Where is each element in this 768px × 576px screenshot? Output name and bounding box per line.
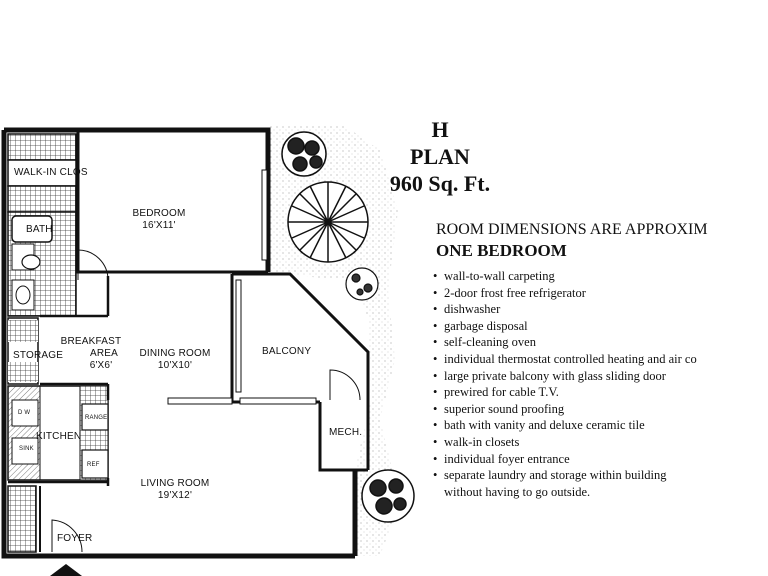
- feature-list: • wall-to-wall carpeting • 2-door frost fre…: [433, 268, 768, 500]
- feature-text: self-cleaning oven: [444, 335, 536, 350]
- bullet-icon: •: [433, 335, 438, 350]
- dining-room-label: DINING ROOM 10'X10': [135, 348, 215, 372]
- bath-area: [7, 211, 109, 317]
- dining-room-name: DINING ROOM: [139, 348, 211, 359]
- feature-item: • bath with vanity and deluxe ceramic til…: [433, 417, 768, 434]
- feature-item: • prewired for cable T.V.: [433, 384, 768, 401]
- kitchen-area: [7, 385, 109, 481]
- living-room-label: LIVING ROOM 19'X12': [135, 478, 215, 502]
- feature-text: large private balcony with glass sliding…: [444, 368, 666, 383]
- feature-text: individual foyer entrance: [444, 451, 570, 466]
- feature-item: • 2-door frost free refrigerator: [433, 285, 768, 302]
- feature-text: prewired for cable T.V.: [444, 385, 559, 400]
- bedroom-size: 16'X11': [142, 220, 176, 231]
- bedroom-label: BEDROOM 16'X11': [124, 208, 194, 232]
- breakfast-name: BREAKFAST: [60, 336, 122, 347]
- feature-item: • walk-in closets: [433, 434, 768, 451]
- bullet-icon: •: [433, 285, 438, 300]
- storage-area: [7, 317, 39, 385]
- feature-text-continued: without having to go outside.: [444, 484, 591, 499]
- plan-letter: H: [431, 117, 449, 142]
- plan-area: 960 Sq. Ft.: [389, 171, 491, 196]
- feature-item: • garbage disposal: [433, 318, 768, 335]
- feature-item: • large private balcony with glass slidin…: [433, 368, 768, 385]
- exterior-walls: [1, 127, 358, 559]
- foyer-area: [7, 485, 83, 553]
- dishwasher-label: D W: [18, 410, 31, 416]
- storage-label: STORAGE: [13, 350, 64, 361]
- interior-walls: [8, 276, 110, 486]
- bullet-icon: •: [433, 401, 438, 416]
- living-room-size: 19'X12': [157, 490, 193, 501]
- bullet-icon: •: [433, 269, 438, 283]
- refrigerator-label: REF: [87, 462, 100, 468]
- bullet-icon: •: [433, 368, 438, 383]
- bullet-icon: •: [433, 451, 438, 466]
- range-label: RANGE: [85, 415, 108, 421]
- bath-label: BATH: [26, 224, 53, 235]
- kitchen-label: KITCHEN: [36, 431, 82, 442]
- feature-text: superior sound proofing: [444, 401, 565, 416]
- feature-text: 2-door frost free refrigerator: [444, 285, 586, 300]
- dining-room-size: 10'X10': [157, 360, 193, 371]
- plan-word: PLAN: [410, 144, 470, 169]
- feature-item: • individual foyer entrance: [433, 451, 768, 468]
- plan-title-block: H PLAN 960 Sq. Ft.: [340, 116, 540, 197]
- entry-arrow-icon: [50, 564, 82, 576]
- feature-item: • wall-to-wall carpeting: [433, 268, 768, 285]
- balcony-label: BALCONY: [262, 346, 312, 357]
- feature-text: wall-to-wall carpeting: [444, 269, 555, 283]
- tree-icon: [281, 131, 327, 177]
- living-room-name: LIVING ROOM: [140, 478, 210, 489]
- mech-label: MECH.: [329, 427, 363, 438]
- sink-label: SINK: [19, 446, 34, 452]
- bullet-icon: •: [433, 302, 438, 317]
- foyer-label: FOYER: [57, 533, 93, 544]
- bullet-icon: •: [433, 468, 438, 483]
- balcony: [230, 272, 370, 472]
- mech-door-swing: [329, 369, 361, 401]
- bedroom-name: BEDROOM: [132, 208, 186, 219]
- feature-item: • dishwasher: [433, 301, 768, 318]
- bullet-icon: •: [433, 351, 438, 366]
- bedroom-walls: [76, 132, 268, 274]
- feature-text: bath with vanity and deluxe ceramic tile: [444, 418, 645, 433]
- bullet-icon: •: [433, 385, 438, 400]
- unit-type: ONE BEDROOM: [436, 241, 567, 260]
- dimensions-note: ROOM DIMENSIONS ARE APPROXIM: [436, 221, 708, 238]
- bullet-icon: •: [433, 318, 438, 333]
- feature-item: • superior sound proofing: [433, 401, 768, 418]
- tree-icon: [361, 469, 415, 523]
- bullet-icon: •: [433, 418, 438, 433]
- tree-icon: [287, 181, 369, 263]
- feature-text: walk-in closets: [444, 434, 520, 449]
- feature-item: • separate laundry and storage within bui…: [433, 467, 768, 500]
- breakfast-area-label: BREAKFAST AREA 6'X6': [56, 336, 126, 372]
- feature-item: • self-cleaning oven: [433, 334, 768, 351]
- feature-text: separate laundry and storage within buil…: [444, 468, 667, 483]
- feature-text: individual thermostat controlled heating…: [444, 351, 697, 366]
- breakfast-size: 6'X6': [89, 360, 113, 371]
- feature-text: dishwasher: [444, 302, 501, 317]
- apartment-info: ROOM DIMENSIONS ARE APPROXIM ONE BEDROOM…: [433, 220, 768, 500]
- breakfast-name-2: AREA: [89, 348, 119, 359]
- bullet-icon: •: [433, 434, 438, 449]
- walk-in-closet-label: WALK-IN CLOS: [14, 167, 88, 178]
- feature-text: garbage disposal: [444, 318, 528, 333]
- shrub-icon: [345, 267, 379, 301]
- feature-item: • individual thermostat controlled heatin…: [433, 351, 768, 368]
